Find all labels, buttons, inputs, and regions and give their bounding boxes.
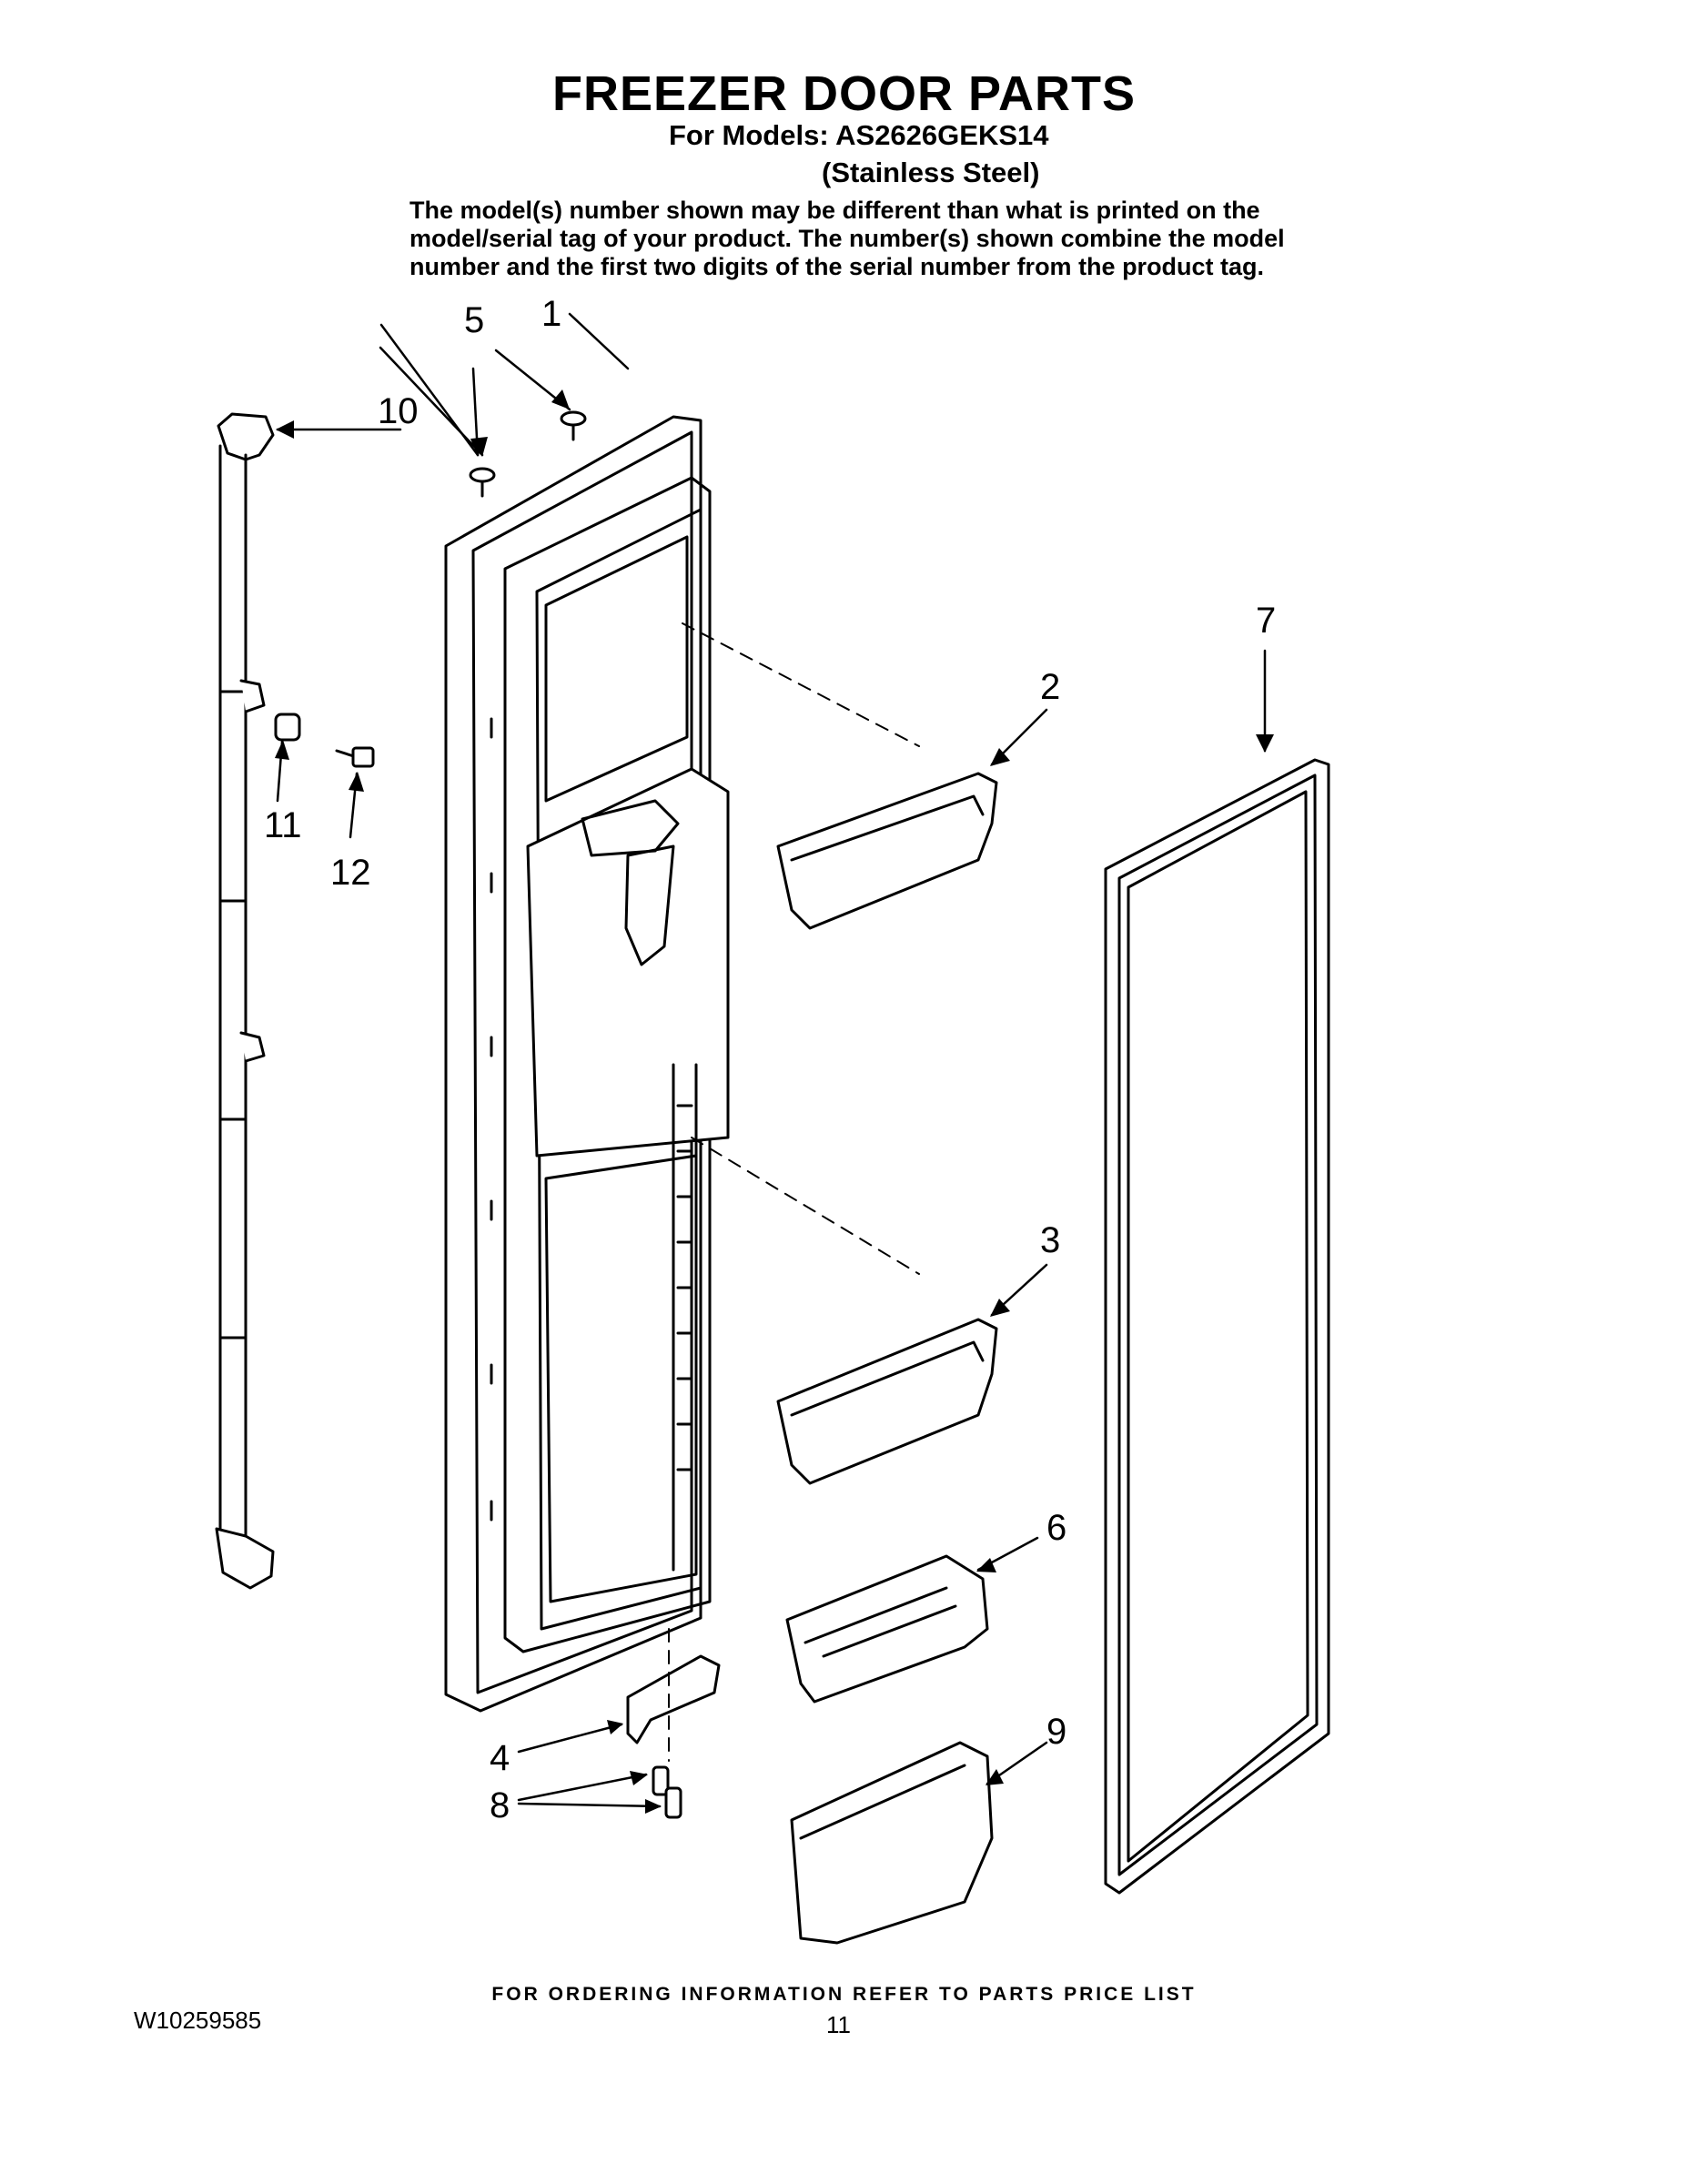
callout-12: 12 — [330, 853, 371, 893]
callout-3: 3 — [1040, 1220, 1060, 1260]
model-note: The model(s) number shown may be differe… — [409, 197, 1319, 281]
model-line: For Models: AS2626GEKS14 — [669, 119, 1049, 151]
callout-10: 10 — [378, 391, 419, 431]
utility-bin-part — [785, 1554, 989, 1704]
note-line: model/serial tag of your product. The nu… — [409, 225, 1285, 252]
callout-9: 9 — [1046, 1712, 1066, 1752]
bracket-screw-part — [652, 1765, 682, 1819]
callout-11: 11 — [264, 805, 302, 845]
callout-1: 1 — [541, 294, 561, 334]
ordering-note: FOR ORDERING INFORMATION REFER TO PARTS … — [491, 1984, 1197, 2005]
document-number: W10259585 — [134, 2007, 262, 2034]
note-line: number and the first two digits of the s… — [409, 253, 1265, 280]
note-line: The model(s) number shown may be differe… — [409, 197, 1260, 224]
callout-7: 7 — [1256, 601, 1276, 641]
callout-2: 2 — [1040, 667, 1060, 707]
callout-8: 8 — [490, 1785, 510, 1825]
deep-bin-part — [790, 1741, 994, 1945]
alignment-dashes — [668, 622, 920, 1762]
door-gasket-part — [1104, 758, 1330, 1895]
handle-spacer-part — [274, 713, 301, 742]
door-bracket-part — [626, 1654, 721, 1744]
callout-5: 5 — [464, 300, 484, 340]
finish-line: (Stainless Steel) — [822, 157, 1040, 188]
arrowheads — [275, 389, 1274, 1814]
freezer-door-part — [444, 415, 730, 1713]
handle-screw-part — [335, 746, 375, 768]
upper-door-bin-part — [776, 772, 998, 930]
callout-6: 6 — [1046, 1508, 1066, 1548]
door-handle-part — [215, 412, 275, 1590]
page-number: 11 — [826, 2011, 851, 2038]
door-plug-part — [469, 410, 587, 498]
callout-4: 4 — [490, 1738, 510, 1778]
page-title: FREEZER DOOR PARTS — [551, 66, 1137, 121]
lower-door-bin-part — [776, 1318, 998, 1485]
